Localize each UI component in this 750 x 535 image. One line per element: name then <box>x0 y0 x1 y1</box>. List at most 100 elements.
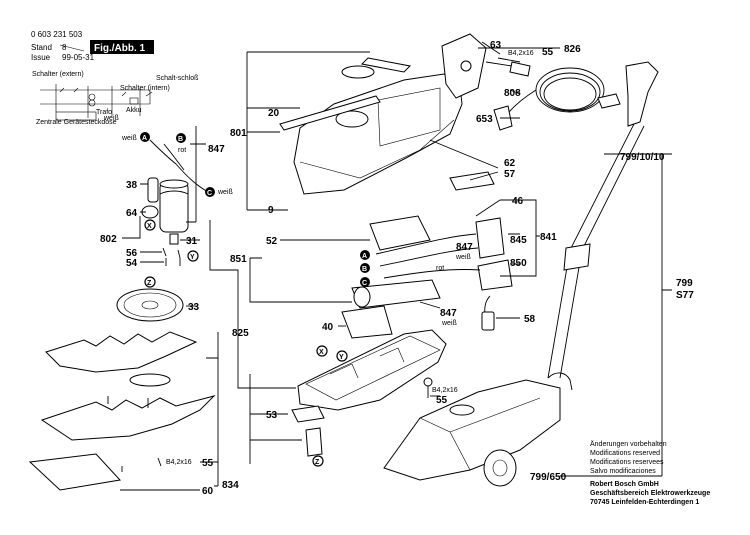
switch-knob <box>341 65 375 79</box>
marker-a-top <box>140 132 150 142</box>
marker-b-top <box>176 133 186 143</box>
tube-clamp <box>563 243 591 271</box>
schalter-extern-label: Schalter (extern) <box>32 71 84 78</box>
stand-code: 8 <box>62 43 67 52</box>
blade-guide <box>129 373 171 387</box>
marker-c-top <box>205 187 215 197</box>
label-825: 825 <box>232 328 249 339</box>
footer-line-4: Salvo modificaciones <box>590 468 656 475</box>
wiring-schematic: Schalter (extern) Schalter (intern) Scha… <box>32 71 198 126</box>
label-653: 653 <box>476 114 493 125</box>
label-847-low: 847 <box>440 308 457 319</box>
connector-markers: A B C A B C X Y Z X Y Z <box>140 132 370 467</box>
pad-52 <box>369 215 431 251</box>
schalter-intern-label: Schalter (intern) <box>120 85 170 92</box>
circuit-board-845 <box>475 217 505 259</box>
housing-base <box>297 329 447 411</box>
label-57: 57 <box>504 169 516 180</box>
marker-x-left <box>144 219 156 231</box>
label-40: 40 <box>322 322 334 333</box>
marker-x-left-label: X <box>147 223 152 230</box>
marker-a-top-label: A <box>142 135 147 142</box>
upper-housing <box>279 57 495 195</box>
footer-block: Änderungen vorbehalten Modifications res… <box>590 440 710 506</box>
part-labels: 63 B4,2x16 55 826 808 653 20 801 9 62 57… <box>100 40 694 497</box>
charger-assembly <box>441 33 621 131</box>
label-weiss-mid: weiß <box>455 254 471 261</box>
akku-label: Akku <box>126 107 142 114</box>
label-841: 841 <box>540 232 557 243</box>
seal-strip-20 <box>279 95 381 131</box>
marker-y-center <box>336 350 348 362</box>
label-weiss-c: weiß <box>217 189 233 196</box>
label-b42-top: B4,2x16 <box>508 50 534 57</box>
insulator-40 <box>341 305 393 339</box>
footer-line-3: Modifications reservees <box>590 459 664 466</box>
label-55-top: 55 <box>542 47 554 58</box>
fig-badge <box>90 40 154 54</box>
housing-shell <box>293 73 463 195</box>
label-850: 850 <box>510 258 527 269</box>
clip-53b <box>305 427 323 457</box>
footer-line-1: Änderungen vorbehalten <box>590 440 667 448</box>
label-58: 58 <box>524 314 536 325</box>
footer-line-7: 70745 Leinfelden-Echterdingen 1 <box>590 499 699 506</box>
weiss-schematic-label: weiß <box>103 115 119 122</box>
label-845: 845 <box>510 235 527 246</box>
label-b42-center: B4,2x16 <box>432 387 458 394</box>
label-55-left: 55 <box>202 458 214 469</box>
motor-assembly <box>141 139 209 266</box>
label-54: 54 <box>126 258 138 269</box>
callout-leaders <box>120 41 672 491</box>
marker-z-center-label: Z <box>315 459 320 466</box>
label-weiss-a: weiß <box>121 135 137 142</box>
handle-grip <box>625 61 659 127</box>
trolley-body <box>383 379 561 481</box>
switch-button <box>335 110 369 128</box>
label-801: 801 <box>230 128 247 139</box>
cable-58 <box>481 311 495 331</box>
trafo-label: Trafo <box>96 109 112 116</box>
issue-label: Issue <box>31 53 51 62</box>
label-33: 33 <box>188 302 200 313</box>
stand-label: Stand <box>31 43 52 52</box>
clip-53a <box>291 405 325 423</box>
marker-b-top-label: B <box>178 136 183 143</box>
label-52: 52 <box>266 236 278 247</box>
pinion <box>169 233 179 245</box>
strike-line <box>59 44 85 52</box>
marker-c-mid <box>360 277 370 287</box>
motor-holder <box>147 177 159 203</box>
label-808: 808 <box>504 88 521 99</box>
header-block: 0 603 231 503 Stand Issue 8 99-05-31 Fig… <box>31 30 154 62</box>
electronics <box>341 215 513 339</box>
marker-y-center-label: Y <box>339 354 344 361</box>
lower-blade <box>40 395 216 441</box>
marker-y-left <box>187 250 199 262</box>
label-847-top: 847 <box>208 144 225 155</box>
marker-c-mid-label: C <box>362 280 367 287</box>
label-weiss-low: weiß <box>441 320 457 327</box>
label-55-center: 55 <box>436 395 448 406</box>
label-rot-b: rot <box>178 147 186 154</box>
marker-z-left <box>144 276 156 288</box>
label-9: 9 <box>268 205 274 216</box>
label-20: 20 <box>268 108 280 119</box>
label-799: 799 <box>676 278 693 289</box>
label-rot-mid: rot <box>436 265 444 272</box>
label-799-10-10: 799/10/10 <box>620 152 665 163</box>
label-62: 62 <box>504 158 516 169</box>
lower-housing <box>291 329 447 457</box>
circuit-board-850 <box>477 259 513 291</box>
label-56: 56 <box>126 248 138 259</box>
marker-z-center <box>312 455 324 467</box>
label-799-650: 799/650 <box>530 472 567 483</box>
marker-a-mid <box>360 250 370 260</box>
marker-x-center-label: X <box>319 349 324 356</box>
drawing-number: 0 603 231 503 <box>31 30 83 39</box>
marker-z-left-label: Z <box>147 280 152 287</box>
footer-line-6: Geschäftsbereich Elektrowerkzeuge <box>590 490 710 497</box>
upper-blade <box>45 331 198 373</box>
